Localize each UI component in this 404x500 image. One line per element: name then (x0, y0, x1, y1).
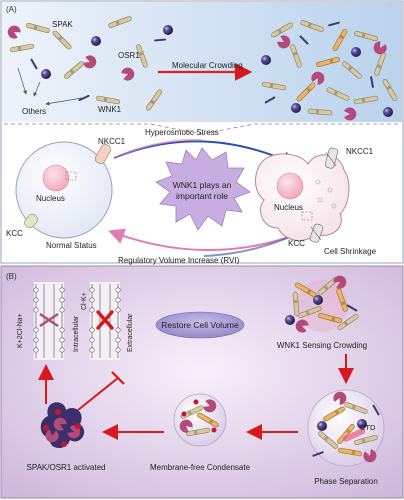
right-kcc-label: KCC (288, 239, 305, 248)
panel-a-letter: (A) (6, 5, 17, 14)
wnk1-sensing-label: WNK1 Sensing Crowding (277, 341, 367, 350)
shrunken-cell (255, 147, 350, 243)
ions-right-label: Cl-K+ (81, 292, 88, 310)
spak-label: SPAK (52, 20, 73, 29)
burst-text-line-1: WNK1 plays an (173, 180, 232, 190)
panel-a: (A) SPAK OSR1 WNK1 Others (0, 0, 404, 265)
normal-status-label: Normal Status (46, 241, 97, 250)
hyperosmotic-stress-label: Hyperosmotic Stress (145, 128, 219, 137)
burst-text-line-2: important role (176, 191, 228, 201)
wnk1-label: WNK1 (98, 105, 122, 114)
inhibition-x-icon (96, 310, 114, 330)
membrane-left (33, 282, 65, 360)
left-kcc-label: KCC (6, 229, 23, 238)
normal-cell (15, 141, 113, 239)
wnk1-sensing-cluster (285, 273, 360, 335)
phase-separation-label: Phase Separation (314, 477, 378, 486)
rvi-arrow (108, 228, 293, 251)
spak-osr1-complex (40, 402, 85, 449)
right-nucleus-label: Nucleus (274, 203, 303, 212)
right-nkcc1-label: NKCC1 (346, 147, 374, 156)
restore-ellipse (155, 311, 245, 339)
panel-b-letter: (B) (6, 272, 17, 281)
membrane-right (89, 282, 121, 360)
cell-shrinkage-label: Cell Shrinkage (324, 247, 377, 256)
left-nkcc1-label: NKCC1 (98, 137, 126, 146)
phase-separation-droplet (307, 389, 385, 467)
ions-left-label: K+2Cl-Na+ (17, 313, 24, 348)
others-label: Others (22, 107, 46, 116)
restore-cell-volume-label: Restore Cell Volume (161, 320, 239, 330)
rvi-label: Regulatory Volume Increase (RVI) (118, 256, 240, 265)
left-nucleus-label: Nucleus (36, 194, 65, 203)
wnk1-burst (155, 147, 251, 231)
membrane-free-condensate (173, 393, 227, 447)
molecular-crowding-label: Molecular Crowding (172, 61, 243, 70)
intracellular-label: Intracellular (73, 315, 80, 352)
extracellular-label: Extracellular (127, 313, 134, 352)
panel-b: (B) (0, 265, 404, 499)
ctd-label: CTD (360, 423, 376, 432)
osr1-label: OSR1 (118, 51, 140, 60)
condensate-label: Membrane-free Condensate (150, 463, 251, 472)
inhibition-line (77, 377, 119, 411)
spak-osr1-activated-label: SPAK/OSR1 activated (27, 463, 106, 472)
